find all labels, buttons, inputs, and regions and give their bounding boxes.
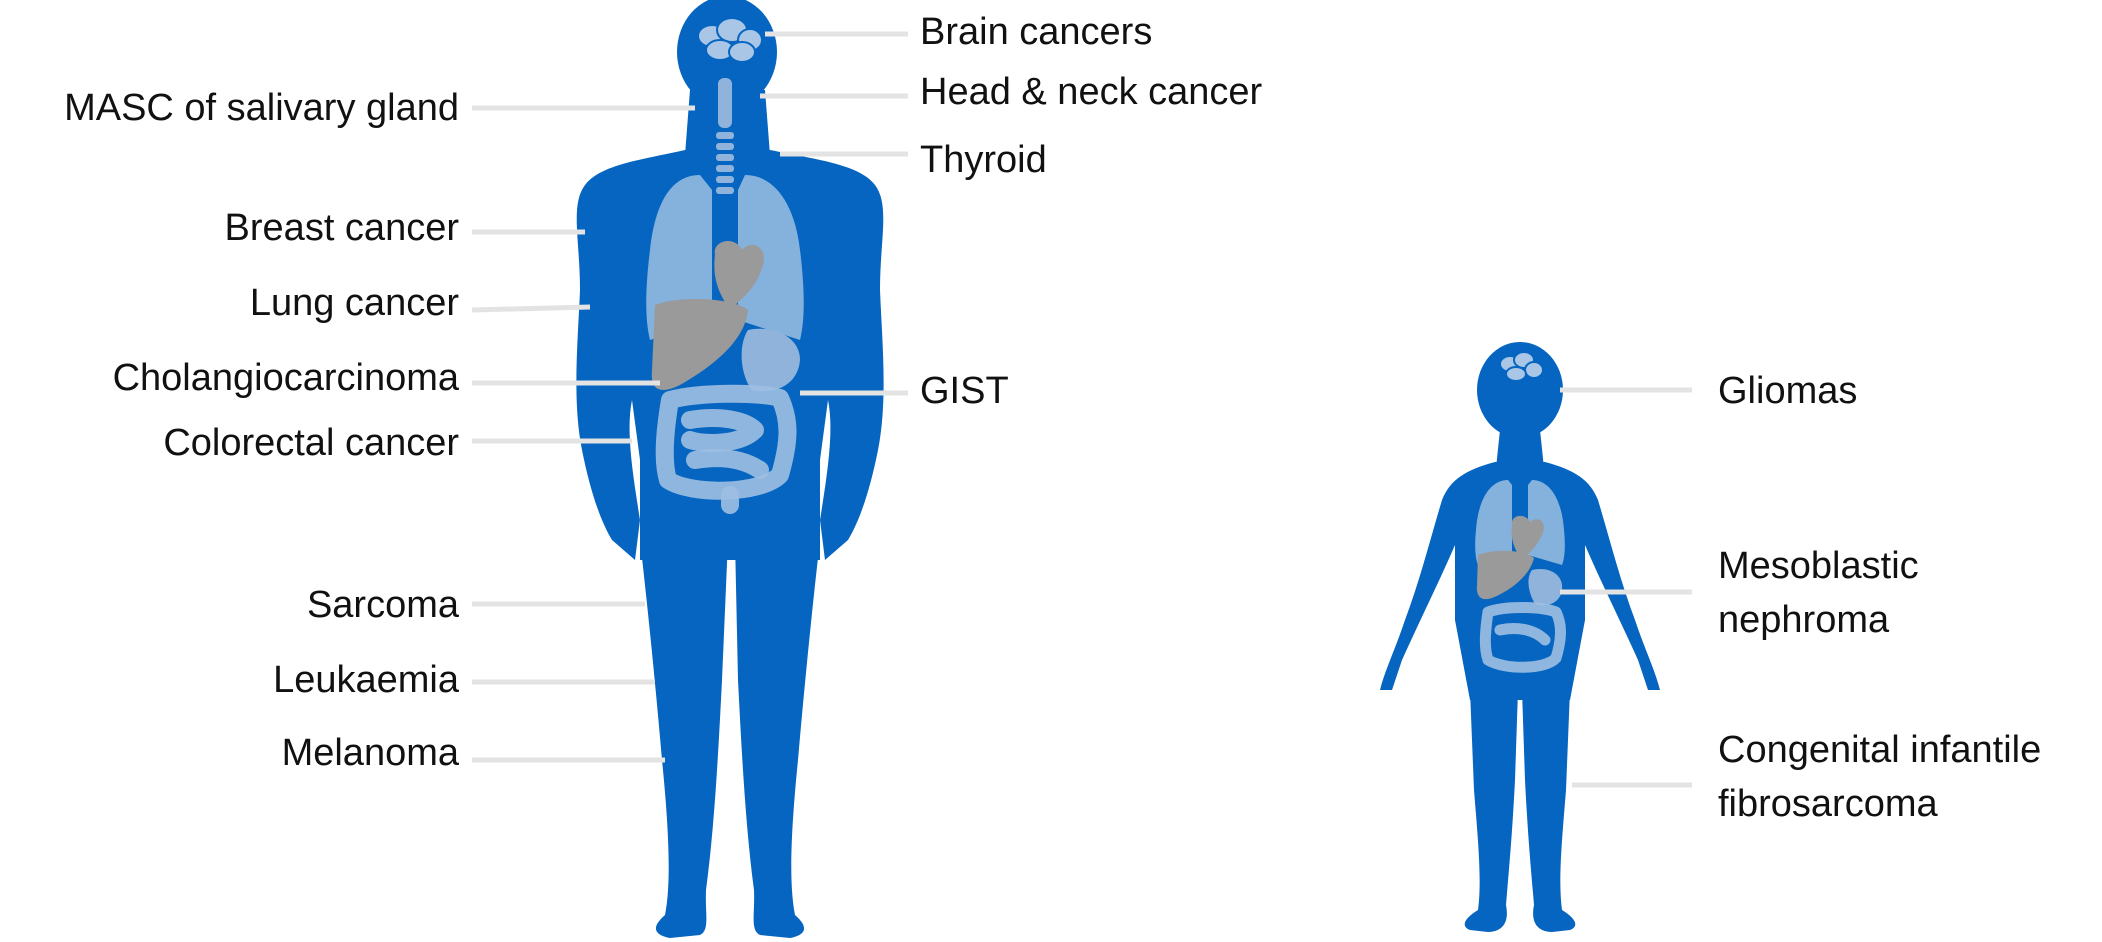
label-lung-cancer: Lung cancer — [250, 282, 459, 324]
label-melanoma: Melanoma — [282, 732, 460, 774]
adult-right-leg — [735, 540, 820, 938]
label-breast-cancer: Breast cancer — [225, 207, 460, 249]
adult-spine — [716, 78, 734, 194]
label-sarcoma: Sarcoma — [307, 584, 460, 626]
child-left-leg — [1465, 690, 1518, 932]
adult-right-labels: Brain cancers Head & neck cancer Thyroid… — [920, 11, 1263, 412]
child-figure — [1380, 342, 1660, 932]
adult-figure — [576, 0, 883, 938]
label-gist: GIST — [920, 370, 1009, 412]
label-gliomas: Gliomas — [1718, 370, 1857, 412]
leader-lung — [472, 307, 590, 310]
label-head-neck-cancer: Head & neck cancer — [920, 71, 1263, 113]
label-brain-cancers: Brain cancers — [920, 11, 1152, 53]
label-thyroid: Thyroid — [920, 139, 1047, 181]
adult-left-labels: MASC of salivary gland Breast cancer Lun… — [64, 87, 460, 774]
label-congenital-infantile: Congenital infantile — [1718, 729, 2041, 771]
label-masc-salivary-gland: MASC of salivary gland — [64, 87, 459, 129]
label-cholangiocarcinoma: Cholangiocarcinoma — [113, 357, 460, 399]
label-nephroma: nephroma — [1718, 599, 1890, 641]
child-labels: Gliomas Mesoblastic nephroma Congenital … — [1718, 370, 2041, 825]
child-right-leg — [1522, 690, 1575, 932]
label-colorectal-cancer: Colorectal cancer — [163, 422, 459, 464]
label-mesoblastic: Mesoblastic — [1718, 545, 1919, 587]
label-leukaemia: Leukaemia — [273, 659, 460, 701]
label-fibrosarcoma: fibrosarcoma — [1718, 783, 1938, 825]
adult-left-leg — [640, 540, 728, 938]
